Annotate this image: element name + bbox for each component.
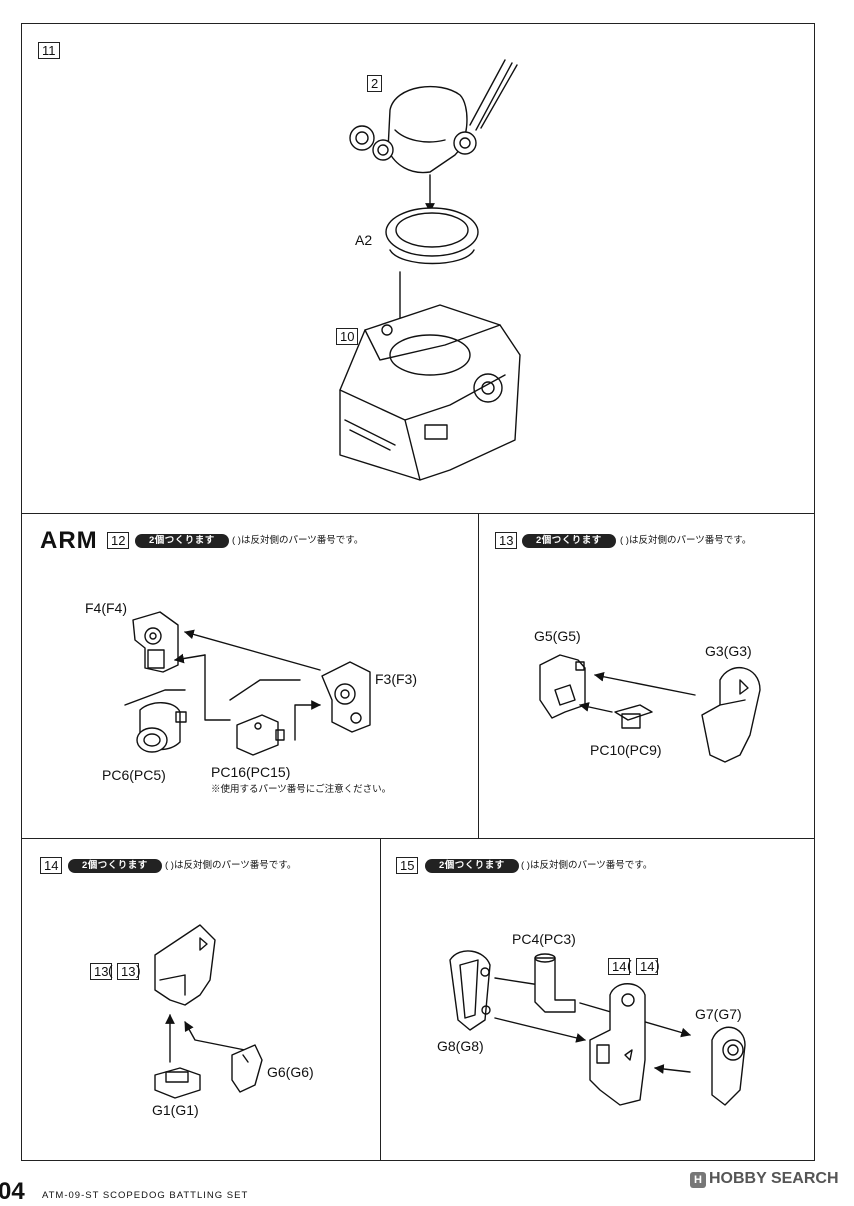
g1-part-illustration (154, 1067, 201, 1099)
label-g7: G7(G7) (695, 1006, 742, 1022)
f4-part-illustration (132, 611, 179, 673)
g5-part-illustration (539, 654, 586, 719)
ref-paren-open-14: ( (108, 962, 113, 978)
label-pc6: PC6(PC5) (102, 767, 166, 783)
assembly-13-opposite-ref: 13 (117, 963, 140, 980)
step-14-number: 14 (40, 857, 63, 874)
head-part-illustration (349, 59, 518, 174)
assembly-14-illustration (589, 983, 646, 1106)
pc4-part-illustration (534, 953, 576, 1013)
make-two-badge-13: 2個つくります (522, 534, 616, 548)
assembly-14-opposite-ref: 14 (636, 958, 659, 975)
assembly-14-ref: 14 (608, 958, 631, 975)
label-g8: G8(G8) (437, 1038, 484, 1054)
label-pc10: PC10(PC9) (590, 742, 662, 758)
label-g1: G1(G1) (152, 1102, 199, 1118)
watermark-text: HOBBY SEARCH (709, 1170, 839, 1187)
label-g3: G3(G3) (705, 643, 752, 659)
body-part-illustration (339, 304, 521, 481)
pc6-part-illustration (136, 702, 187, 753)
pc10-part-illustration (614, 704, 653, 729)
make-two-badge-15: 2個つくります (425, 859, 519, 873)
pc16-part-illustration (236, 714, 285, 756)
label-f3: F3(F3) (375, 671, 417, 687)
g8-part-illustration (449, 950, 491, 1031)
g7-part-illustration (711, 1026, 746, 1106)
step-12-number: 12 (107, 532, 130, 549)
divider-top (21, 513, 815, 514)
footer-product-title: ATM-09-ST SCOPEDOG BATTLING SET (42, 1190, 249, 1201)
label-pc16: PC16(PC15) (211, 764, 291, 780)
assembly-13-ref: 13 (90, 963, 113, 980)
make-two-badge-12: 2個つくります (135, 534, 229, 548)
ring-part-illustration (385, 207, 479, 265)
opposite-side-note-14: ( )は反対側のパーツ番号です。 (165, 860, 297, 871)
divider-middle (21, 838, 815, 839)
divider-bottom-vertical (380, 838, 381, 1161)
part-2-ref: 2 (367, 75, 383, 92)
page-number: 04 (0, 1178, 25, 1205)
label-g6: G6(G6) (267, 1064, 314, 1080)
opposite-side-note-12: ( )は反対側のパーツ番号です。 (232, 535, 364, 546)
step-15-number: 15 (396, 857, 419, 874)
assembly-13-illustration (154, 924, 216, 1006)
opposite-side-note-13: ( )は反対側のパーツ番号です。 (620, 535, 752, 546)
divider-arm-vertical (478, 513, 479, 838)
opposite-side-note-15: ( )は反対側のパーツ番号です。 (521, 860, 653, 871)
make-two-badge-14: 2個つくります (68, 859, 162, 873)
part-10-ref: 10 (336, 328, 359, 345)
ref-paren-close-15: ) (655, 957, 660, 973)
label-a2: A2 (355, 232, 373, 248)
g3-part-illustration (701, 667, 761, 763)
step-11-number: 11 (38, 42, 60, 59)
label-pc4: PC4(PC3) (512, 931, 576, 947)
step-13-number: 13 (495, 532, 518, 549)
page-frame (21, 23, 815, 1161)
g6-part-illustration (231, 1044, 263, 1093)
caution-note: ※使用するパーツ番号にご注意ください。 (211, 784, 392, 795)
ref-paren-close-14: ) (136, 962, 141, 978)
ref-paren-open-15: ( (627, 957, 632, 973)
f3-part-illustration (321, 661, 371, 733)
label-f4: F4(F4) (85, 600, 127, 616)
hobby-search-logo-icon: H (690, 1172, 706, 1188)
label-g5: G5(G5) (534, 628, 581, 644)
section-title-arm: ARM (40, 527, 98, 554)
